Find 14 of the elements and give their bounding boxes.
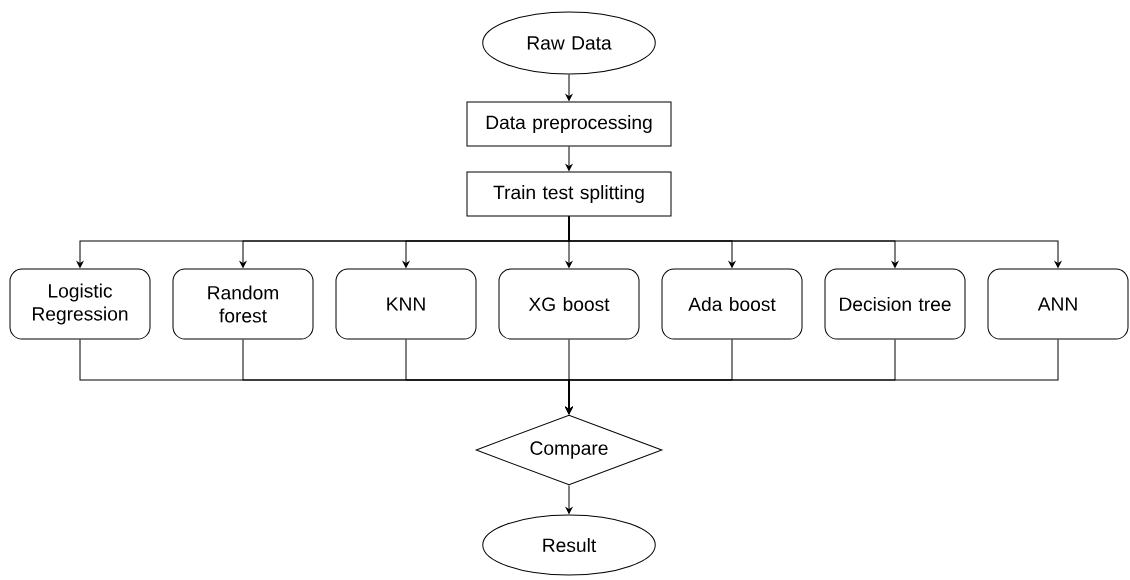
arrow — [565, 146, 573, 171]
arrow — [568, 216, 1062, 268]
model-box: Random forest — [172, 268, 314, 340]
model-box: KNN — [335, 268, 477, 340]
arrow — [565, 485, 573, 514]
model-box: ANN — [987, 268, 1129, 340]
arrow — [565, 74, 573, 101]
model-box: Ada boost — [661, 268, 803, 340]
arrow — [565, 339, 1059, 414]
process-box: Data preprocessing — [466, 101, 672, 147]
model-box: XG boost — [498, 268, 640, 340]
model-box: Decision tree — [824, 268, 966, 340]
model-box: Logistic Regression — [9, 268, 151, 340]
process-box: Train test splitting — [466, 171, 672, 217]
